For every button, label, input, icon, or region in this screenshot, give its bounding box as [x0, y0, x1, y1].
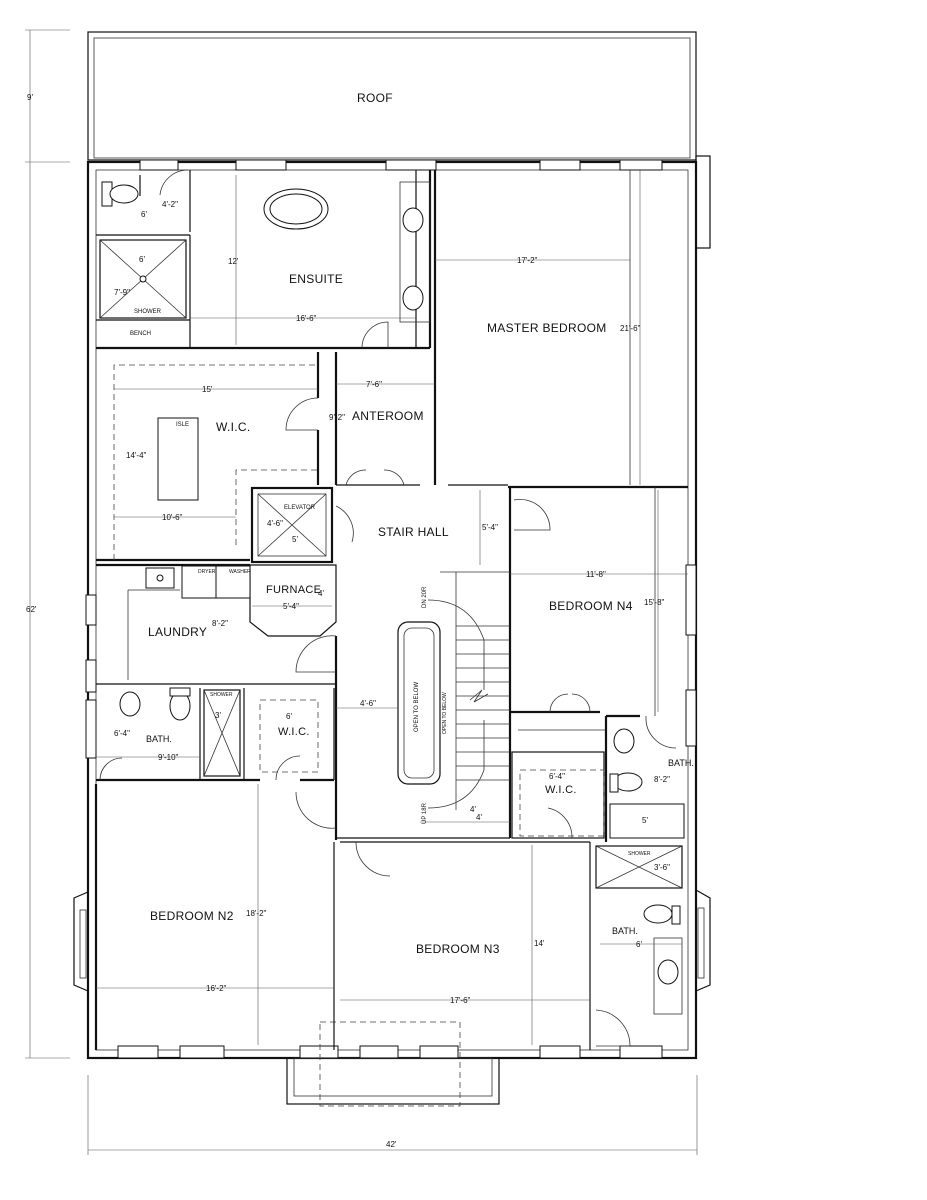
- dim-elev-4-6: 4'-6": [267, 519, 283, 528]
- label-shower-3: SHOWER: [628, 851, 651, 857]
- fixtures: [99, 181, 683, 1015]
- dim-furnace-4: 4': [318, 589, 324, 598]
- dim-stair-4a: 4': [470, 805, 476, 814]
- dim-shower-3-6: 3'-6": [654, 863, 670, 872]
- dim-bath-6-4: 6'-4": [114, 729, 130, 738]
- dim-shower-6: 6': [139, 255, 145, 264]
- dim-wic-14-4: 14'-4": [126, 451, 147, 460]
- room-bath-right-upper: BATH.: [668, 758, 694, 768]
- overall-dimensions: [25, 29, 698, 1155]
- label-stair-up: UP 18R: [422, 802, 428, 824]
- dim-wicr-6-4: 6'-4": [549, 772, 565, 781]
- room-wic-main: W.I.C.: [216, 420, 250, 434]
- doors: [99, 169, 677, 1047]
- room-stair-hall: STAIR HALL: [378, 525, 449, 539]
- dim-n3-17-6: 17'-6": [450, 996, 471, 1005]
- dim-ensuite-4-2: 4'-2": [162, 200, 178, 209]
- dim-wic-10-6: 10'-6": [162, 513, 183, 522]
- dim-n4-11-8: 11'-8": [586, 570, 606, 579]
- room-bath-left: BATH.: [146, 734, 172, 744]
- dim-hall-5-4: 5'-4": [482, 523, 498, 532]
- dim-ensuite-6: 6': [141, 210, 147, 219]
- dim-shower-3: 3': [215, 711, 221, 720]
- dim-n4-15-8: 15'-8": [644, 598, 665, 607]
- label-open-below-2: OPEN TO BELOW: [442, 692, 448, 734]
- room-bedroom-n3: BEDROOM N3: [416, 942, 500, 956]
- dim-master-17-2: 17'-2": [517, 256, 538, 265]
- dim-n3-14: 14': [534, 939, 545, 948]
- label-washer: WASHER: [229, 569, 251, 575]
- room-anteroom: ANTEROOM: [352, 409, 424, 423]
- dim-shower-7-9: 7'-9": [114, 288, 130, 297]
- dim-n2-16-2: 16'-2": [206, 984, 227, 993]
- dim-bath-9-10: 9'-10": [158, 753, 179, 762]
- room-wic-small: W.I.C.: [278, 726, 310, 738]
- interior-dimension-lines: [96, 170, 688, 1045]
- dim-ensuite-16-6: 16'-6": [296, 314, 317, 323]
- room-ensuite: ENSUITE: [289, 272, 343, 286]
- label-shower-2: SHOWER: [210, 692, 233, 698]
- dim-total-depth: 62': [26, 605, 37, 614]
- dim-wic-15: 15': [202, 385, 213, 394]
- room-elevator: ELEVATOR: [284, 505, 316, 511]
- dim-bathr-5: 5': [642, 816, 648, 825]
- dim-stair-4b: 4': [476, 813, 482, 822]
- room-bath-right-lower: BATH.: [612, 926, 638, 936]
- label-shower-1: SHOWER: [134, 309, 162, 315]
- label-stair-down: DN 20R: [422, 586, 428, 608]
- label-dryer: DRYER: [198, 569, 216, 575]
- label-bench: BENCH: [130, 331, 151, 337]
- room-master-bedroom: MASTER BEDROOM: [487, 321, 607, 335]
- roof-label: ROOF: [357, 91, 393, 105]
- room-laundry: LAUNDRY: [148, 625, 207, 639]
- room-furnace: FURNACE: [266, 584, 321, 596]
- dim-ante-9-2: 9'-2": [329, 413, 345, 422]
- room-wic-right: W.I.C.: [545, 784, 577, 796]
- dim-elev-5: 5': [292, 535, 298, 544]
- dim-furnace-5-4: 5'-4": [283, 602, 299, 611]
- dim-ante-7-6: 7'-6": [366, 380, 382, 389]
- label-isle: ISLE: [176, 422, 189, 428]
- dim-bathr-8-2: 8'-2": [654, 775, 670, 784]
- dim-bath-6: 6': [636, 940, 642, 949]
- dim-ensuite-12: 12': [228, 257, 239, 266]
- dim-total-width: 42': [386, 1140, 397, 1149]
- label-open-below-1: OPEN TO BELOW: [414, 682, 420, 732]
- roof-area: [87, 31, 711, 249]
- dim-master-21-6: 21'-6": [620, 324, 641, 333]
- dim-hall-4-6: 4'-6": [360, 699, 376, 708]
- dim-n2-18-2: 18'-2": [246, 909, 267, 918]
- room-bedroom-n2: BEDROOM N2: [150, 909, 234, 923]
- dim-wic-6: 6': [286, 712, 292, 721]
- dim-roof-depth: 9': [27, 93, 33, 102]
- room-bedroom-n4: BEDROOM N4: [549, 599, 633, 613]
- exterior-walls: [73, 159, 711, 1107]
- dim-laundry-8-2: 8'-2": [212, 619, 228, 628]
